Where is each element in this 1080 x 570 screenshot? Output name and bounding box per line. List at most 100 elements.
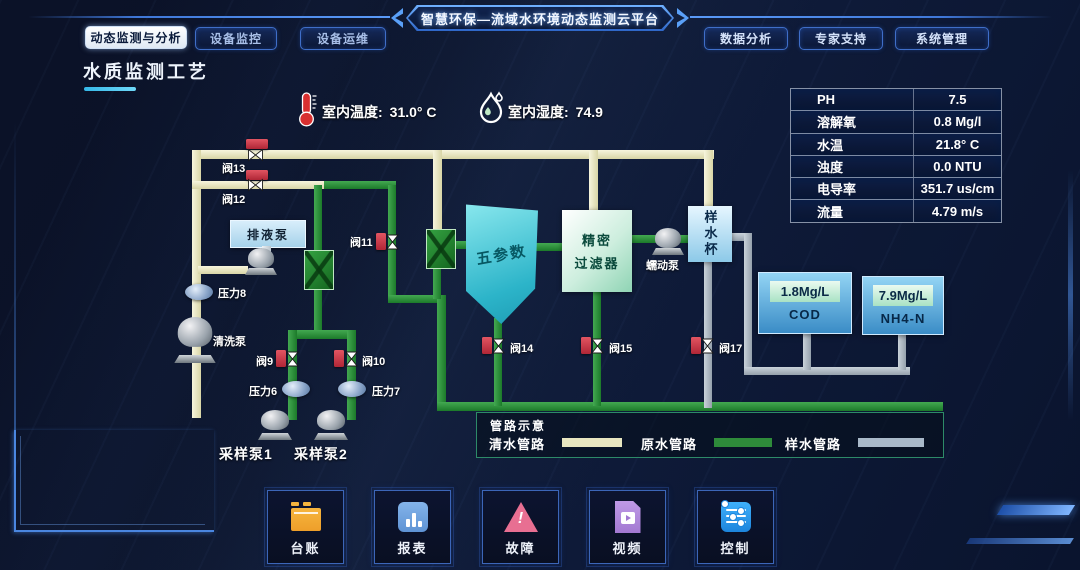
clean-pipe-dosing — [198, 266, 248, 274]
sample-pipe-nh4-leg — [898, 332, 906, 370]
fault-button-label: 故障 — [505, 541, 536, 556]
sample-pump-1-label: 采样泵1 — [219, 446, 273, 462]
param-value: 351.7 us/cm — [913, 178, 1001, 200]
valve-10-icon[interactable] — [345, 351, 358, 367]
tab-device-maintenance[interactable]: 设备运维 — [300, 27, 386, 50]
platform-title: 智慧环保—流域水环境动态监测云平台 — [420, 11, 659, 27]
five-parameter-analyzer[interactable]: 五参数 — [466, 204, 538, 324]
fault-button[interactable]: ! 故障 — [479, 487, 562, 567]
header-line-left — [28, 16, 390, 18]
cod-value: 1.8Mg/L — [770, 281, 840, 302]
clean-pipe-top — [192, 150, 714, 159]
decor-bottom-right-2 — [966, 538, 1074, 544]
peristaltic-pump[interactable] — [652, 228, 686, 255]
decor-corner-bottom-left-inner — [20, 436, 205, 525]
thermometer-icon — [299, 92, 317, 127]
valve-13-icon[interactable] — [248, 148, 264, 162]
tab-data-analysis[interactable]: 数据分析 — [704, 27, 788, 50]
raw-pipe-h2 — [388, 295, 446, 303]
raw-filter-2[interactable] — [426, 229, 456, 269]
cod-analyzer[interactable]: 1.8Mg/L COD — [758, 272, 852, 334]
pressure-sensor-6[interactable] — [282, 381, 310, 397]
page-title: 水质监测工艺 — [83, 62, 209, 82]
valve-11-icon[interactable] — [386, 234, 399, 250]
tab-device-monitoring[interactable]: 设备监控 — [195, 27, 277, 50]
humidity-label: 室内湿度: — [508, 104, 569, 120]
control-button-label: 控制 — [720, 541, 751, 556]
valve-14-icon[interactable] — [492, 338, 505, 354]
sample-water-cup[interactable]: 样水杯 — [688, 206, 732, 262]
legend-sample-swatch — [858, 438, 924, 447]
nh4n-analyzer[interactable]: 7.9Mg/L NH4-N — [862, 276, 944, 335]
param-value: 7.5 — [913, 89, 1001, 111]
legend-title: 管路示意 — [490, 419, 547, 433]
sample-pump-2-label: 采样泵2 — [294, 446, 348, 462]
sample-pipe-out — [730, 233, 746, 241]
pressure-sensor-8[interactable] — [185, 284, 213, 300]
indoor-temperature: 室内温度: 31.0° C — [322, 102, 437, 122]
raw-filter-1[interactable] — [304, 250, 334, 290]
decor-corner-bottom-left — [14, 430, 214, 532]
param-name: 浊度 — [817, 160, 844, 176]
decor-left-line — [14, 120, 16, 432]
valve-14-tag — [482, 337, 492, 354]
legend-sample-label: 样水管路 — [785, 437, 842, 452]
precision-filter-label-1: 精密 — [581, 233, 612, 248]
precision-filter[interactable]: 精密 过滤器 — [562, 210, 632, 292]
pressure-sensor-7[interactable] — [338, 381, 366, 397]
sample-pipe-stand — [744, 367, 910, 375]
report-button[interactable]: 报表 — [371, 487, 454, 567]
tab-system-management[interactable]: 系统管理 — [895, 27, 989, 50]
tab-expert-support[interactable]: 专家支持 — [799, 27, 883, 50]
wash-pump[interactable] — [174, 317, 216, 363]
valve-9-label: 阀9 — [256, 356, 274, 368]
page-title-underline — [84, 87, 136, 91]
drain-pump[interactable] — [245, 248, 277, 275]
five-parameter-label: 五参数 — [475, 242, 529, 269]
badge-chevron-right-icon — [677, 8, 689, 28]
valve-9-icon[interactable] — [286, 351, 299, 367]
raw-pipe-line2 — [324, 181, 396, 189]
ledger-button-label: 台账 — [290, 541, 321, 556]
raw-pipe-valve14 — [494, 318, 502, 406]
legend-raw-label: 原水管路 — [641, 437, 698, 452]
indoor-humidity: 室内湿度: 74.9 — [508, 102, 603, 122]
humidity-drop-icon — [479, 91, 503, 124]
valve-12-icon[interactable] — [248, 178, 264, 192]
sample-pump-1[interactable] — [258, 410, 294, 440]
ledger-button[interactable]: 台账 — [264, 487, 347, 567]
pressure-7-label: 压力7 — [372, 386, 401, 398]
valve-11-label: 阀11 — [350, 237, 373, 249]
valve-15-tag — [581, 337, 591, 354]
param-value: 0.0 NTU — [913, 155, 1001, 178]
video-icon — [608, 500, 648, 534]
control-button[interactable]: 控制 — [694, 487, 777, 567]
raw-pipe-filter2-stem — [433, 265, 441, 299]
decor-right-glow — [1068, 170, 1073, 420]
legend-clean-swatch — [562, 438, 622, 447]
valve-11-tag — [376, 233, 386, 250]
valve-12-tag — [246, 170, 268, 180]
valve-15-icon[interactable] — [591, 338, 604, 354]
drain-pump-labelbox: 排液泵 — [230, 220, 306, 248]
drain-pump-label: 排液泵 — [246, 227, 289, 242]
raw-pipe-branch2 — [347, 330, 356, 420]
valve-17-label: 阀17 — [719, 343, 743, 355]
raw-pipe-bottom — [437, 402, 943, 411]
valve-10-tag — [334, 350, 344, 367]
clean-pipe-drop1 — [433, 150, 442, 234]
sample-pipe-v1 — [744, 233, 752, 373]
raw-pipe-v1 — [314, 185, 322, 252]
sample-pump-2[interactable] — [314, 410, 350, 440]
valve-17-icon[interactable] — [701, 338, 714, 354]
header-badge: 智慧环保—流域水环境动态监测云平台 — [408, 7, 672, 29]
param-name: 电导率 — [817, 182, 857, 198]
peristaltic-pump-label: 蠕动泵 — [646, 260, 679, 272]
fault-icon: ! — [501, 500, 541, 534]
param-value: 21.8° C — [913, 133, 1001, 155]
video-button[interactable]: 视频 — [586, 487, 669, 567]
tab-dynamic-monitoring[interactable]: 动态监测与分析 — [85, 26, 187, 49]
